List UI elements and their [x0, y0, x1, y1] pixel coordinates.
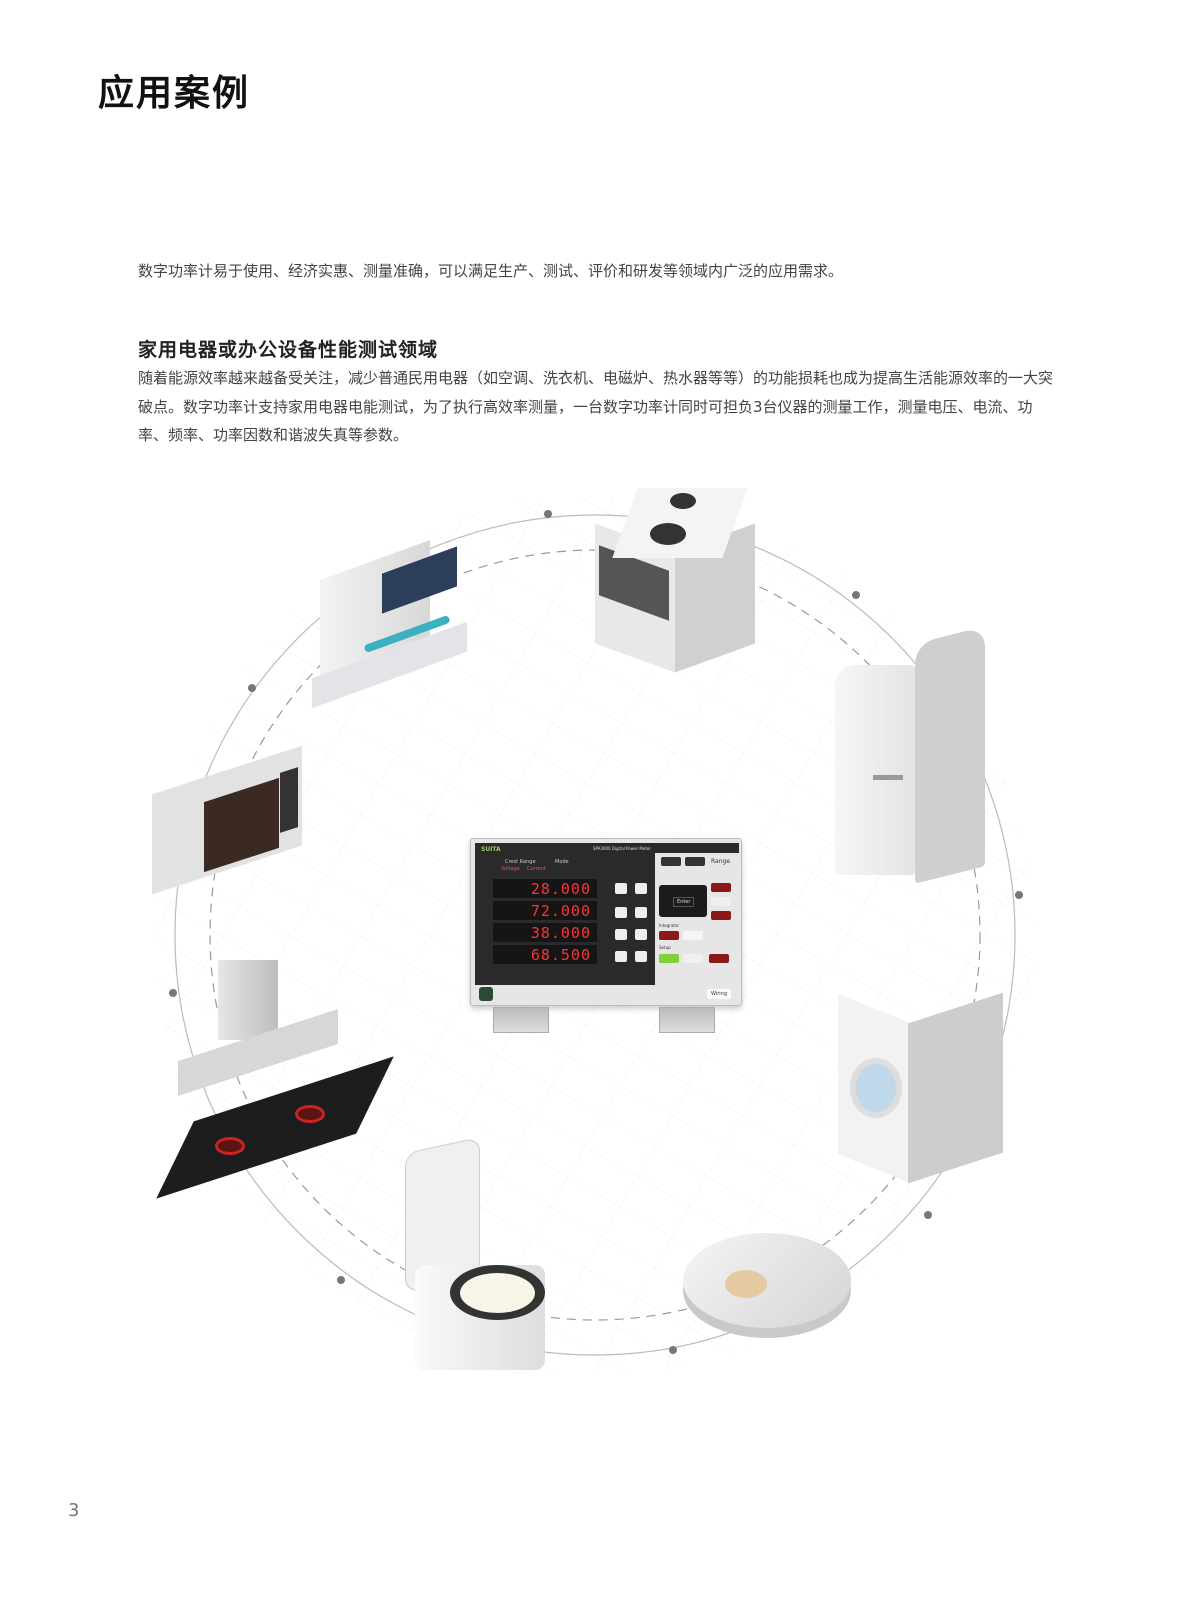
reading-row: 28.000 [493, 879, 597, 898]
washing-machine [838, 968, 1008, 1184]
shift-button[interactable] [711, 911, 731, 920]
rice-cooker [400, 1137, 550, 1375]
microwave [152, 725, 307, 895]
wiring-button[interactable]: Wiring [707, 989, 732, 999]
page-number: 3 [68, 1500, 80, 1521]
intro-text: 数字功率计易于使用、经济实惠、测量准确，可以满足生产、测试、评价和研发等领域内广… [138, 262, 844, 280]
crest-label: Crest Range [505, 859, 536, 865]
function-button[interactable] [615, 929, 627, 940]
element-button[interactable] [635, 929, 647, 940]
reading-value: 28.000 [530, 880, 591, 898]
robot-vacuum [683, 1228, 853, 1343]
electric-stove [595, 488, 755, 683]
single-button[interactable] [711, 897, 731, 906]
integrator-label: Integrator [659, 923, 680, 928]
reading-value: 38.000 [530, 924, 591, 942]
meter-foot [493, 1007, 549, 1033]
voltage-label: Voltage [501, 866, 520, 872]
reading-row: 72.000 [493, 901, 597, 920]
set-reset-button[interactable] [683, 931, 703, 940]
hold-button[interactable] [711, 883, 731, 892]
current-range-button[interactable] [685, 857, 705, 866]
current-label: Current [527, 866, 546, 872]
start-stop-button[interactable] [659, 931, 679, 940]
voltage-range-button[interactable] [661, 857, 681, 866]
section-body: 随着能源效率越来越备受关注，减少普通民用电器（如空调、洗衣机、电磁炉、热水器等等… [138, 369, 1054, 444]
function-button[interactable] [615, 907, 627, 918]
reading-value: 72.000 [530, 902, 591, 920]
refrigerator [835, 626, 990, 884]
power-meter: SUITA SPA3000 Digital Power Meter Crest … [470, 838, 742, 1033]
navigation-pad[interactable]: Enter [659, 885, 707, 917]
reading-row: 38.000 [493, 923, 597, 942]
enter-button[interactable]: Enter [673, 897, 695, 907]
coffee-machine [312, 520, 472, 709]
meter-foot [659, 1007, 715, 1033]
setup-button[interactable] [659, 954, 679, 963]
section-heading: 家用电器或办公设备性能测试领域 [138, 339, 439, 361]
function-button[interactable] [615, 883, 627, 894]
meter-status-bar [655, 843, 739, 853]
meter-display-panel: SUITA SPA3000 Digital Power Meter Crest … [475, 843, 655, 985]
mode-label: Mode [555, 859, 569, 865]
reading-row: 68.500 [493, 945, 597, 964]
page-title: 应用案例 [98, 73, 251, 114]
setup-label: Setup [659, 945, 671, 950]
outer-ring [174, 514, 1016, 1356]
element-button[interactable] [635, 951, 647, 962]
element-button[interactable] [635, 883, 647, 894]
power-button[interactable] [479, 987, 493, 1001]
element-button[interactable] [635, 907, 647, 918]
local-button[interactable] [709, 954, 729, 963]
meter-model: SPA3000 Digital Power Meter [592, 846, 651, 851]
meter-brand: SUITA [481, 846, 501, 853]
reading-value: 68.500 [530, 946, 591, 964]
range-hood [178, 960, 343, 1100]
range-label: Range [711, 858, 731, 865]
utility-button[interactable] [683, 954, 703, 963]
induction-cooktop [156, 1056, 394, 1199]
function-button[interactable] [615, 951, 627, 962]
